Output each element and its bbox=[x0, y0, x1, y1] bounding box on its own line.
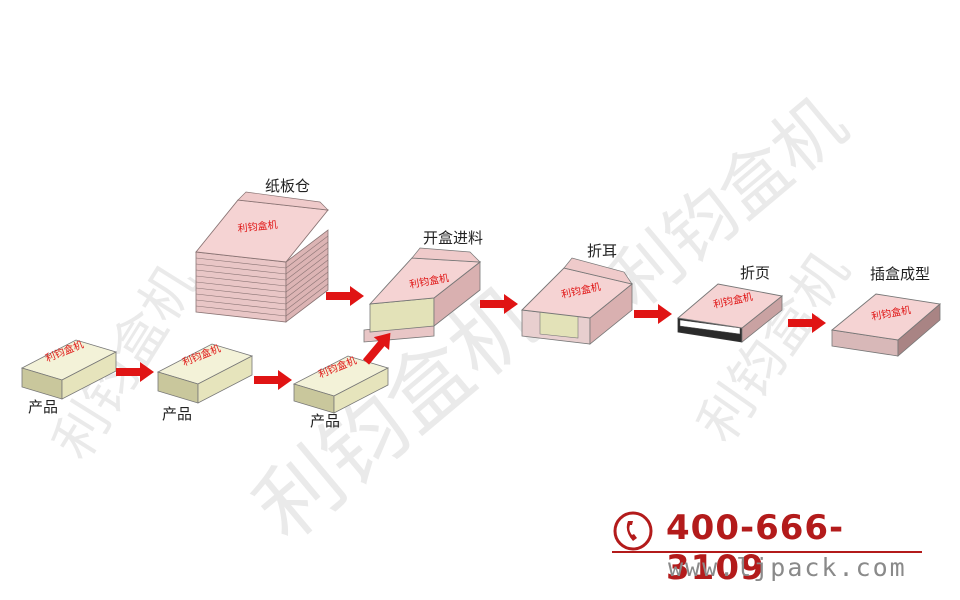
product-box-1: 利钧盒机 bbox=[20, 338, 118, 400]
final-box: 利钧盒机 bbox=[830, 293, 942, 357]
arrow-right-icon bbox=[116, 362, 154, 382]
arrow-right-icon bbox=[480, 294, 518, 314]
label-carton-bin: 纸板仓 bbox=[265, 177, 311, 195]
arrow-right-icon bbox=[326, 286, 364, 306]
label-product-2: 产品 bbox=[162, 405, 193, 423]
box-stamp: 利钧盒机 bbox=[237, 218, 278, 235]
phone-row: 400-666-3109 bbox=[612, 508, 932, 588]
carton-stack: 利钧盒机 bbox=[195, 191, 329, 323]
fold-ears-carton: 利钧盒机 bbox=[521, 257, 633, 345]
label-fold-flap: 折页 bbox=[740, 264, 771, 282]
fold-flap-carton: 利钧盒机 bbox=[676, 283, 784, 343]
product-box-2: 利钧盒机 bbox=[156, 342, 254, 404]
phone-icon bbox=[613, 511, 653, 551]
label-product-3: 产品 bbox=[310, 412, 341, 430]
arrow-right-icon bbox=[634, 304, 672, 324]
label-open-feed: 开盒进料 bbox=[423, 229, 484, 247]
arrow-right-icon bbox=[254, 370, 292, 390]
open-carton: 利钧盒机 bbox=[363, 247, 482, 343]
product-box-3: 利钧盒机 bbox=[292, 354, 390, 414]
website-url[interactable]: www.ljpack.com bbox=[668, 553, 907, 582]
label-fold-ears: 折耳 bbox=[587, 242, 618, 260]
label-product-1: 产品 bbox=[28, 398, 59, 416]
label-insert-form: 插盒成型 bbox=[870, 265, 931, 283]
phone-number: 400-666-3109 bbox=[666, 508, 845, 588]
arrow-right-icon bbox=[788, 313, 826, 333]
divider bbox=[612, 551, 922, 553]
